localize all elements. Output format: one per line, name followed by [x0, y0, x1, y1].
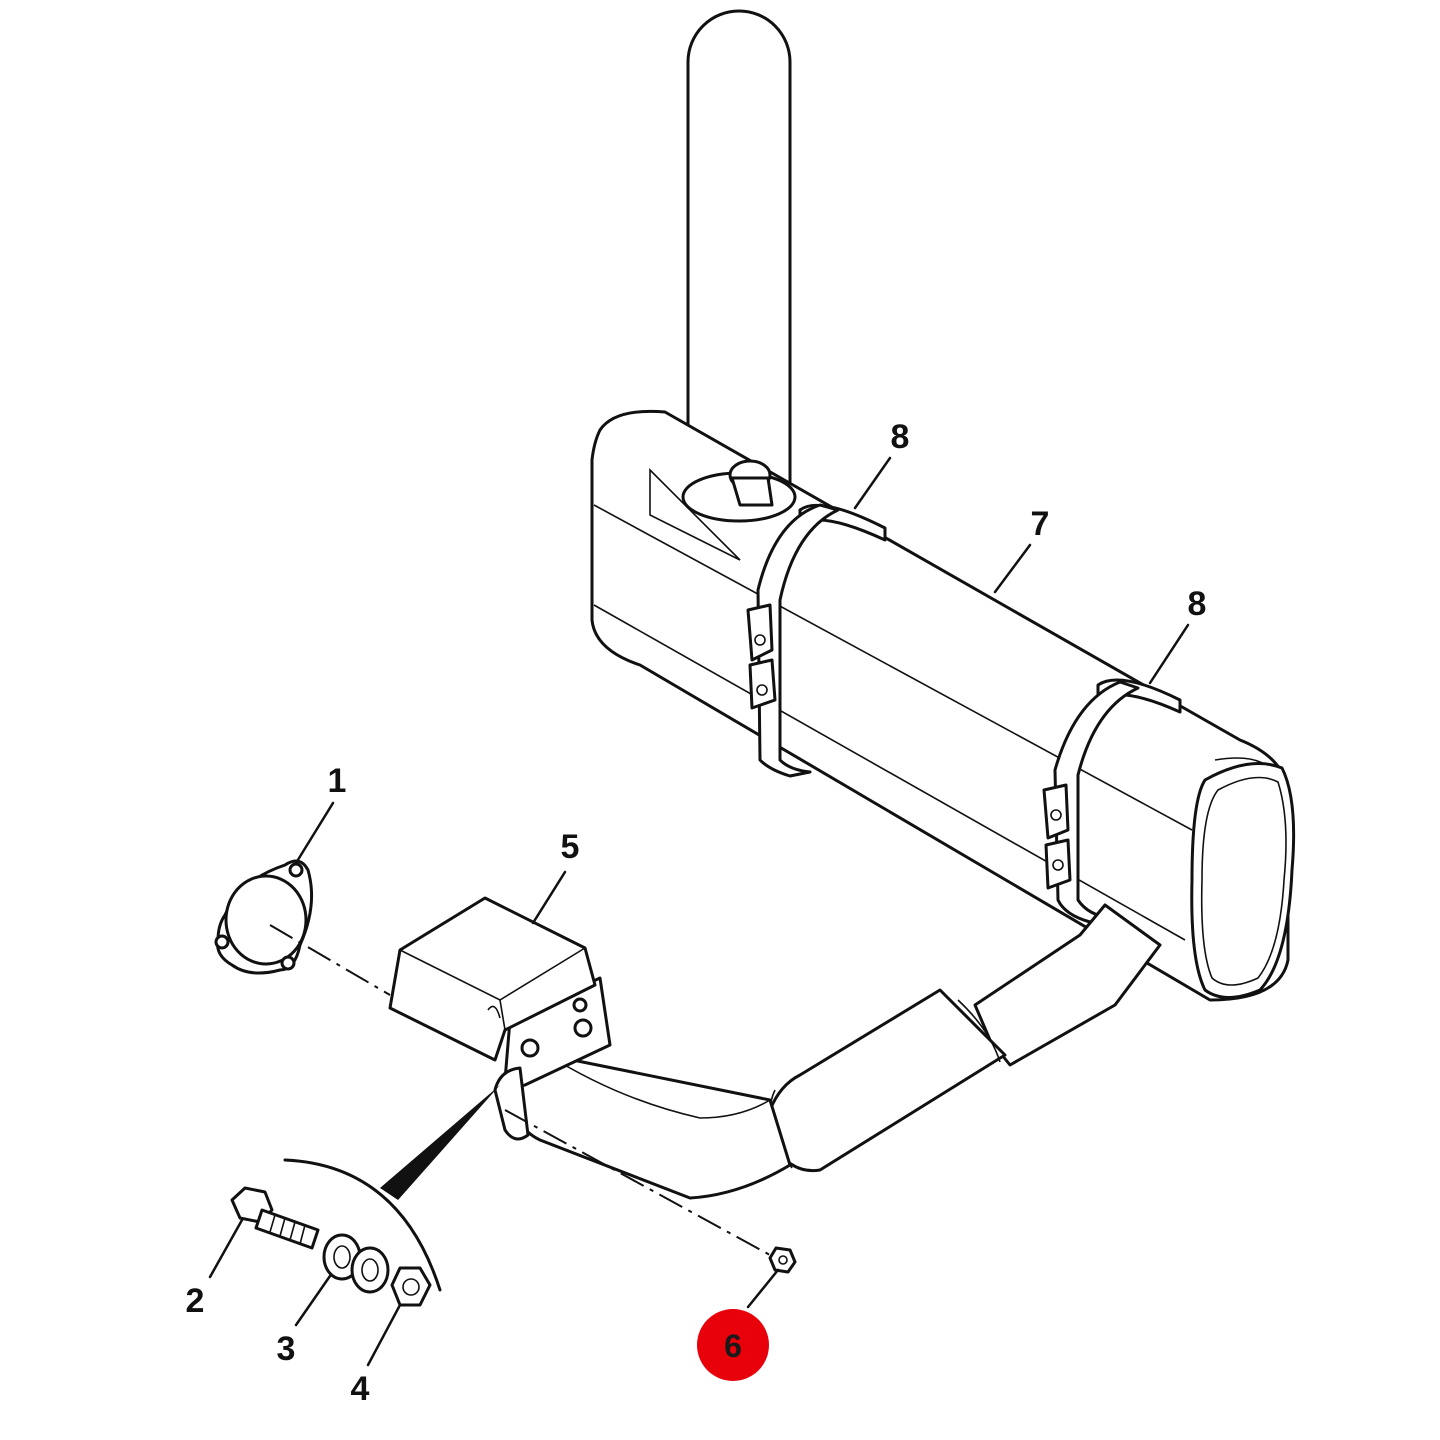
leader-lines — [208, 456, 1190, 1367]
alignment-lines — [269, 924, 771, 1256]
detail-view — [283, 1085, 500, 1292]
callout-2: 2 — [186, 1282, 205, 1320]
callout-labels: 1 2 3 4 5 6 7 8 8 — [186, 418, 1207, 1408]
callout-4: 4 — [351, 1370, 370, 1408]
callout-8-rear: 8 — [1188, 585, 1207, 623]
callout-6-highlight-circle — [697, 1309, 769, 1381]
flange-bracket — [493, 976, 612, 1141]
callout-5: 5 — [561, 828, 580, 866]
nut-6 — [768, 1246, 797, 1274]
muffler-strap-front — [746, 503, 887, 778]
washer-set — [322, 1233, 390, 1294]
exhaust-pipe — [513, 903, 1162, 1200]
flange-nut — [390, 1266, 432, 1307]
heat-shield — [388, 896, 597, 1062]
muffler-strap-rear — [1042, 678, 1182, 924]
bolt — [230, 1186, 320, 1250]
muffler — [590, 409, 1296, 1002]
gasket — [214, 859, 314, 975]
callout-1: 1 — [328, 762, 347, 800]
callout-3: 3 — [277, 1330, 296, 1368]
callout-6: 6 — [724, 1328, 742, 1364]
callout-7: 7 — [1031, 505, 1050, 543]
callout-8-front: 8 — [891, 418, 910, 456]
